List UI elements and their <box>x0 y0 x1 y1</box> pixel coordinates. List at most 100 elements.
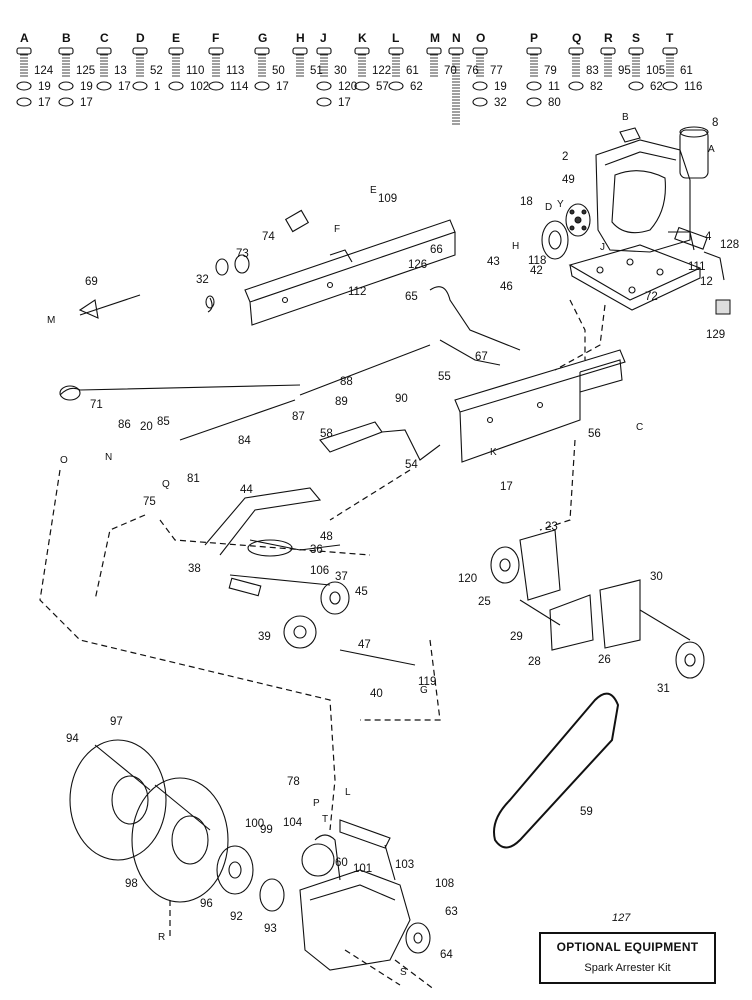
bolt-head <box>600 47 616 55</box>
callout-101: 101 <box>353 863 372 875</box>
bolt-head <box>208 47 224 55</box>
hardware-part-number: 13 <box>114 65 127 77</box>
washer <box>472 81 488 91</box>
callout-17: 17 <box>500 481 513 493</box>
callout-85: 85 <box>157 416 170 428</box>
hardware-part-number: 17 <box>80 97 93 109</box>
callout-108: 108 <box>435 878 454 890</box>
reference-j: J <box>600 242 605 253</box>
callout-103: 103 <box>395 859 414 871</box>
hardware-part-number: 50 <box>272 65 285 77</box>
callout-48: 48 <box>320 531 333 543</box>
callout-75: 75 <box>143 496 156 508</box>
hardware-letter: C <box>100 31 109 45</box>
callout-8: 8 <box>712 117 718 129</box>
hardware-c: C 13 17 <box>96 31 131 93</box>
callout-109: 109 <box>378 193 397 205</box>
hardware-part-number: 70 <box>444 65 457 77</box>
hardware-letter: L <box>392 31 399 45</box>
hardware-part-number: 52 <box>150 65 163 77</box>
hardware-letter: G <box>258 31 267 45</box>
washer <box>526 81 542 91</box>
hardware-letter: T <box>666 31 674 45</box>
reference-e: E <box>370 185 377 196</box>
callout-49: 49 <box>562 174 575 186</box>
hardware-letter: B <box>62 31 71 45</box>
hardware-part-number: 83 <box>586 65 599 77</box>
hardware-row: A1241917B1251917C1317D521E110102F113114G… <box>16 31 702 125</box>
callout-12: 12 <box>700 276 713 288</box>
hardware-part-number: 124 <box>34 65 54 77</box>
callout-78: 78 <box>287 776 300 788</box>
hardware-h: H51 <box>292 31 323 77</box>
hardware-part-number: 17 <box>118 81 131 93</box>
optional-equipment-box: OPTIONAL EQUIPMENT Spark Arrester Kit <box>539 932 716 984</box>
hardware-part-number: 17 <box>276 81 289 93</box>
callout-43: 43 <box>487 256 500 268</box>
upper-frame-rail <box>244 219 456 326</box>
callout-25: 25 <box>478 596 491 608</box>
hardware-part-number: 79 <box>544 65 557 77</box>
callout-71: 71 <box>90 399 103 411</box>
hardware-letter: F <box>212 31 219 45</box>
reference-t: T <box>322 814 328 825</box>
washer <box>58 81 74 91</box>
callout-93: 93 <box>264 923 277 935</box>
callout-87: 87 <box>292 411 305 423</box>
hardware-part-number: 19 <box>494 81 507 93</box>
hardware-part-number: 102 <box>190 81 209 93</box>
optional-equipment-title: OPTIONAL EQUIPMENT <box>556 940 699 954</box>
callout-99: 99 <box>260 824 273 836</box>
hardware-m: M70 <box>426 31 457 77</box>
callout-29: 29 <box>510 631 523 643</box>
washer <box>16 97 32 107</box>
reference-h: H <box>512 241 519 252</box>
bolt-head <box>448 47 464 55</box>
callout-40: 40 <box>370 688 383 700</box>
optional-equipment-number: 127 <box>612 912 631 924</box>
washer <box>132 81 148 91</box>
callout-55: 55 <box>438 371 451 383</box>
callout-44: 44 <box>240 484 253 496</box>
hardware-letter: J <box>320 31 327 45</box>
hardware-g: G 50 17 <box>254 31 289 93</box>
reference-k: K <box>490 447 497 458</box>
washer <box>254 81 270 91</box>
callout-111: 111 <box>688 261 705 273</box>
callout-84: 84 <box>238 435 251 447</box>
callout-37: 37 <box>335 571 348 583</box>
hardware-part-number: 122 <box>372 65 391 77</box>
callout-118: 118 <box>528 255 546 267</box>
callout-81: 81 <box>187 473 200 485</box>
callout-126: 126 <box>408 259 427 271</box>
reference-p: P <box>313 798 320 809</box>
washer <box>388 81 404 91</box>
callout-2: 2 <box>562 151 568 163</box>
callout-73: 73 <box>236 248 249 260</box>
hardware-letter: D <box>136 31 145 45</box>
lower-frame-rail <box>454 349 626 463</box>
callout-94: 94 <box>66 733 79 745</box>
callout-59: 59 <box>580 806 593 818</box>
bolt-head <box>628 47 644 55</box>
washer <box>58 97 74 107</box>
callout-42: 42 <box>530 265 543 277</box>
hardware-part-number: 76 <box>466 65 479 77</box>
reference-d: D <box>545 202 552 213</box>
reference-c: C <box>636 422 643 433</box>
washer <box>96 81 112 91</box>
callout-layer: 2481217182023252628293031323637383940424… <box>66 117 739 961</box>
engine-pulley <box>541 203 591 260</box>
hardware-part-number: 62 <box>650 81 663 93</box>
callout-60: 60 <box>335 857 348 869</box>
hardware-part-number: 120 <box>338 81 357 93</box>
